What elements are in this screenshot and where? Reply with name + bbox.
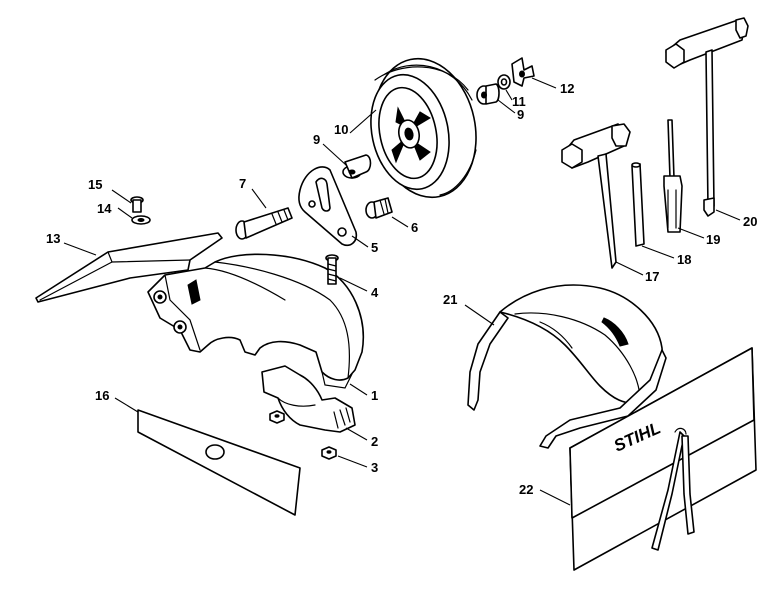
part-2-nut <box>269 410 285 424</box>
part-5-bracket-plate <box>298 166 358 247</box>
part-3-nut <box>321 446 337 460</box>
callout-9-right: 9 <box>517 107 524 122</box>
callout-19: 19 <box>706 232 720 247</box>
part-21-safety-glasses <box>467 284 667 449</box>
callout-22: 22 <box>519 482 533 497</box>
callout-6: 6 <box>411 220 418 235</box>
callout-11: 11 <box>512 94 526 109</box>
callout-2: 2 <box>371 434 378 449</box>
part-6-bolt <box>365 197 393 219</box>
part-15-screw <box>130 196 144 213</box>
part-22-tool-bag: STIHL <box>569 347 757 571</box>
callout-18: 18 <box>677 252 691 267</box>
callout-16: 16 <box>95 388 109 403</box>
part-16-cover-plate <box>137 409 301 516</box>
part-11-washer <box>497 74 511 90</box>
part-9-bushing <box>342 154 372 179</box>
leader-lines <box>63 77 741 506</box>
callout-10: 10 <box>334 122 348 137</box>
callout-labels: 15 14 13 7 9 10 5 6 4 1 2 3 16 9 11 12 1… <box>46 81 757 497</box>
part-17-spark-plug-wrench <box>561 123 631 269</box>
part-20-combination-wrench <box>665 17 749 217</box>
callout-17: 17 <box>645 269 659 284</box>
part-9-bushing-right <box>476 83 500 105</box>
part-14-washer <box>131 215 151 225</box>
callout-15: 15 <box>88 177 102 192</box>
part-4-screw <box>325 254 339 285</box>
part-2-clamp <box>261 365 356 433</box>
part-1-guard-housing <box>147 253 364 389</box>
part-19-screwdriver <box>663 119 683 233</box>
callout-20: 20 <box>743 214 757 229</box>
callout-7: 7 <box>239 176 246 191</box>
part-12-wing-nut <box>511 57 535 87</box>
part-7-axle-bolt <box>235 207 293 240</box>
callout-5: 5 <box>371 240 378 255</box>
callout-21: 21 <box>443 292 457 307</box>
callout-1: 1 <box>371 388 378 403</box>
part-18-rod <box>631 162 645 247</box>
callout-4: 4 <box>371 285 379 300</box>
callout-3: 3 <box>371 460 378 475</box>
callout-13: 13 <box>46 231 60 246</box>
part-13-deflector-plate <box>35 232 223 303</box>
callout-9-left: 9 <box>313 132 320 147</box>
part-10-wheel <box>370 57 477 199</box>
callout-14: 14 <box>97 201 112 216</box>
callout-12: 12 <box>560 81 574 96</box>
